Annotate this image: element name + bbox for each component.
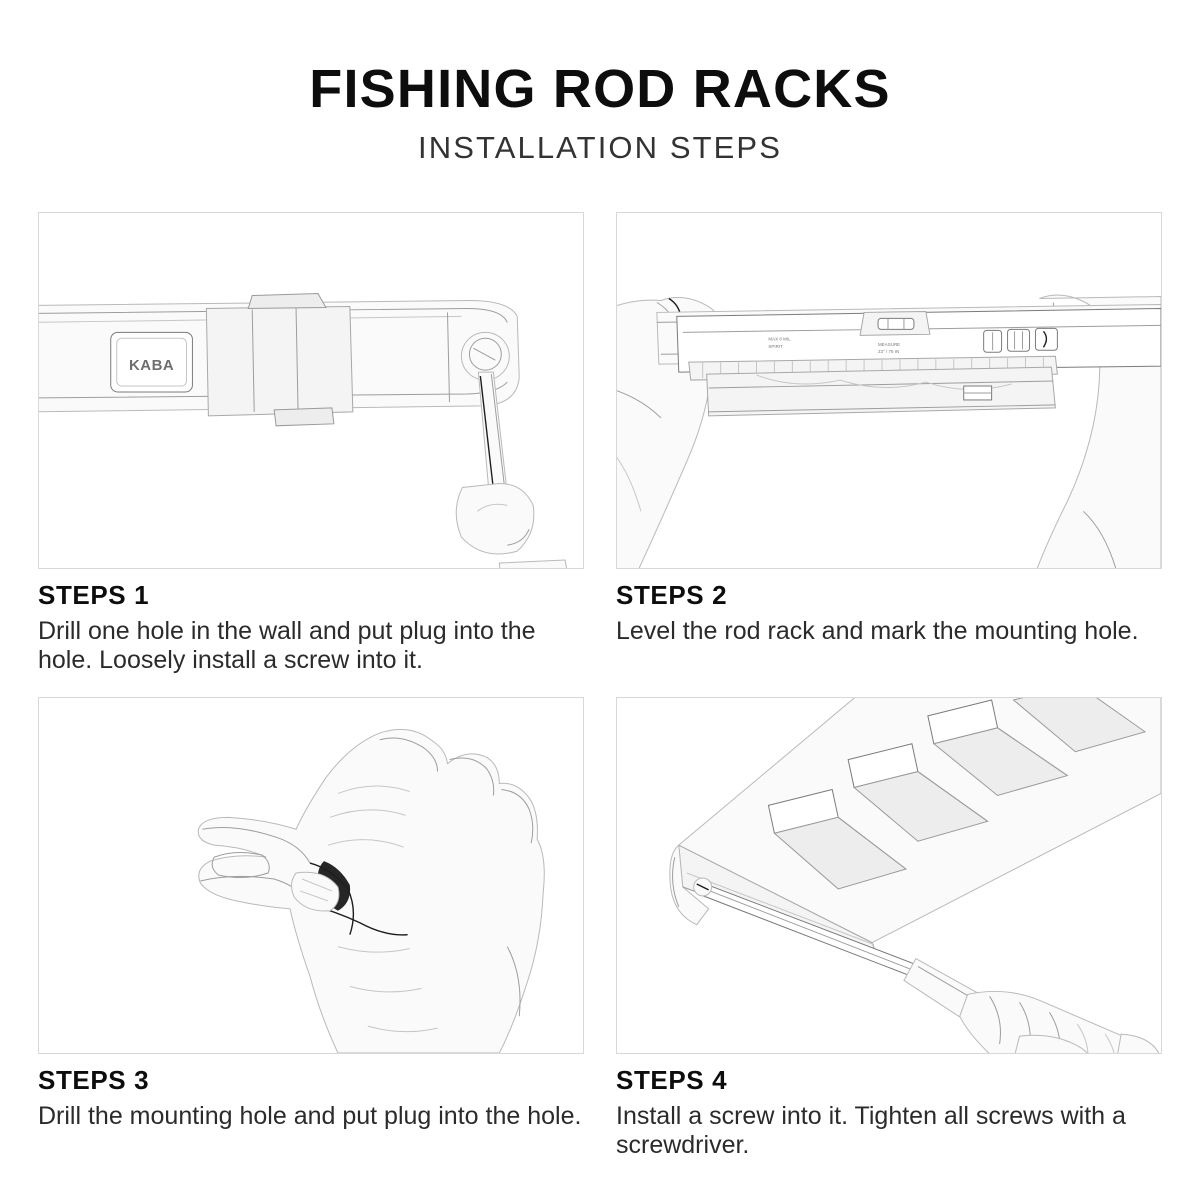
svg-text:MAX 8 MIL: MAX 8 MIL — [768, 336, 791, 341]
svg-text:23° / 75 IN: 23° / 75 IN — [878, 349, 899, 354]
step-cell-2: MAX 8 MIL SPIRIT MEASURE 23° / 75 IN STE… — [616, 212, 1164, 675]
step-label-2: STEPS 2 — [616, 580, 728, 610]
step-cell-1: KABA STEPS 1 Drill one hole in the wall … — [38, 212, 586, 675]
step-text-1: Drill one hole in the wall and put plug … — [38, 617, 536, 674]
step-cell-3: STEPS 3 Drill the mounting hole and put … — [38, 697, 586, 1160]
step-label-4: STEPS 4 — [616, 1065, 728, 1095]
step-caption-4: STEPS 4 Install a screw into it. Tighten… — [616, 1054, 1164, 1160]
step-caption-2: STEPS 2 Level the rod rack and mark the … — [616, 569, 1164, 646]
step-label-3: STEPS 3 — [38, 1065, 150, 1095]
step-text-3: Drill the mounting hole and put plug int… — [38, 1102, 582, 1130]
page-header: FISHING ROD RACKS INSTALLATION STEPS — [0, 0, 1200, 163]
page-subtitle: INSTALLATION STEPS — [418, 130, 782, 165]
step-caption-1: STEPS 1 Drill one hole in the wall and p… — [38, 569, 586, 675]
wall-bracket-with-screw-photo: KABA — [38, 212, 584, 569]
svg-text:MEASURE: MEASURE — [878, 342, 900, 347]
leveling-rod-rack-photo: MAX 8 MIL SPIRIT MEASURE 23° / 75 IN — [616, 212, 1162, 569]
installation-steps-grid: KABA STEPS 1 Drill one hole in the wall … — [38, 212, 1164, 1160]
step-caption-3: STEPS 3 Drill the mounting hole and put … — [38, 1054, 586, 1131]
page-title: FISHING ROD RACKS — [309, 59, 891, 119]
step-text-4: Install a screw into it. Tighten all scr… — [616, 1102, 1126, 1159]
bracket-brand-badge-text: KABA — [129, 357, 174, 374]
step-cell-4: STEPS 4 Install a screw into it. Tighten… — [616, 697, 1164, 1160]
hand-holding-wall-plug-photo — [38, 697, 584, 1054]
step-text-2: Level the rod rack and mark the mounting… — [616, 617, 1139, 645]
svg-text:SPIRIT: SPIRIT — [768, 344, 783, 349]
screwdriver-tightening-rack-photo — [616, 697, 1162, 1054]
step-label-1: STEPS 1 — [38, 580, 150, 610]
